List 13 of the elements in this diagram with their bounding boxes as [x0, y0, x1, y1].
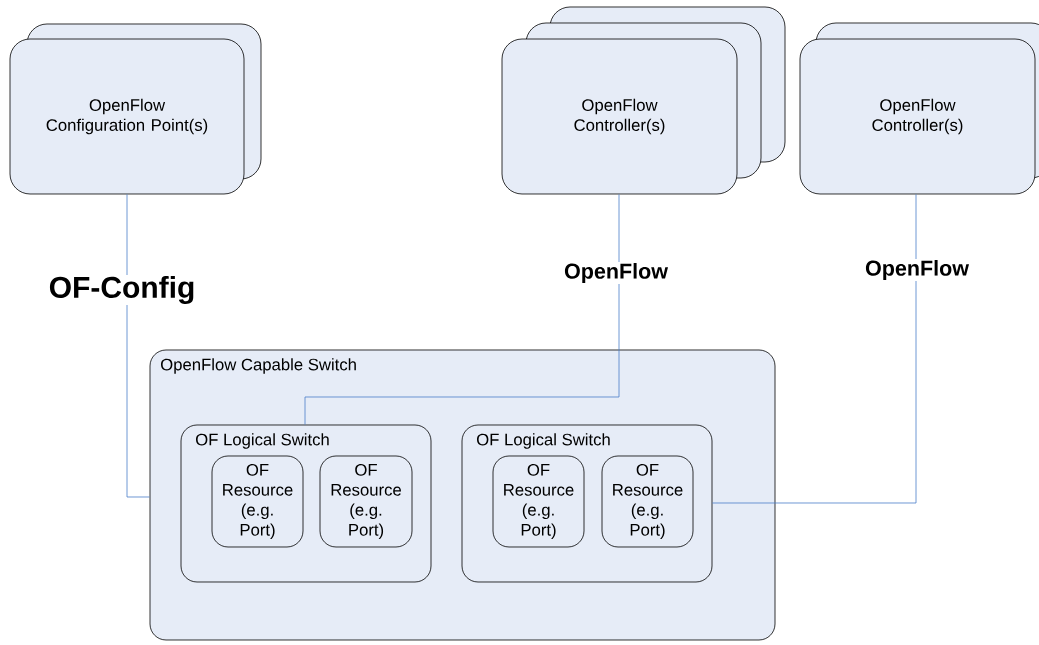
connector-line [712, 194, 917, 504]
rounded-box: OF Resource (e.g. Port) [319, 455, 413, 548]
stacked-box: OpenFlow Controller(s) [799, 22, 1039, 195]
edge-label: OpenFlow [864, 259, 970, 281]
connector-line [126, 194, 150, 498]
edge-label: OF-Config [47, 274, 197, 306]
rounded-box: OF Resource (e.g. Port) [492, 455, 585, 548]
connector-line [304, 194, 620, 425]
edge-label: OpenFlow [563, 262, 669, 284]
rounded-box: OF Resource (e.g. Port) [211, 455, 304, 548]
rounded-box: OF Resource (e.g. Port) [601, 455, 694, 548]
stacked-box: OpenFlow Configuration Point(s) [9, 23, 262, 195]
stacked-box: OpenFlow Controller(s) [501, 6, 786, 195]
